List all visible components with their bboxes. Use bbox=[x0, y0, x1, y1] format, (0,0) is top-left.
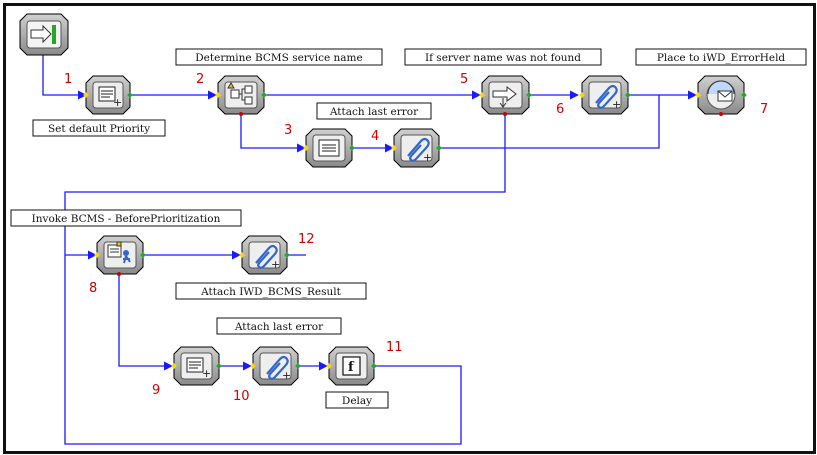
svg-text:+: + bbox=[271, 258, 280, 271]
label-attach-last-error-top: Attach last error bbox=[316, 102, 432, 120]
node-2-determine-bcms[interactable] bbox=[215, 75, 267, 116]
svg-text:+: + bbox=[612, 98, 621, 111]
paperclip-icon: + bbox=[407, 137, 432, 164]
invoke-icon bbox=[107, 241, 131, 264]
svg-text:Set default Priority: Set default Priority bbox=[48, 123, 150, 135]
entry-arrow-icon bbox=[30, 24, 56, 44]
node-1-set-priority[interactable]: + bbox=[83, 75, 133, 115]
label-set-default-priority: Set default Priority bbox=[32, 119, 166, 137]
node-6-attach[interactable]: + bbox=[579, 75, 631, 115]
node-start[interactable] bbox=[19, 13, 69, 56]
paperclip-icon: + bbox=[595, 84, 621, 111]
label-if-server-not-found: If server name was not found bbox=[404, 48, 602, 66]
conn-4-merge bbox=[439, 95, 660, 149]
svg-text:+: + bbox=[282, 369, 291, 382]
node-9-assign[interactable]: + bbox=[171, 346, 222, 386]
node-4-attach[interactable]: + bbox=[391, 128, 442, 168]
step-number-6: 6 bbox=[556, 102, 564, 117]
route-icon bbox=[227, 82, 253, 105]
svg-text:Determine BCMS service name: Determine BCMS service name bbox=[195, 52, 362, 64]
label-place-error-held: Place to iWD_ErrorHeld bbox=[635, 48, 807, 66]
diagram-frame bbox=[3, 3, 816, 454]
assign-icon bbox=[318, 139, 340, 157]
connectors bbox=[42, 47, 697, 445]
node-7-error-held[interactable] bbox=[695, 75, 747, 116]
label-delay: Delay bbox=[325, 391, 389, 409]
label-invoke-bcms: Invoke BCMS - BeforePrioritization bbox=[10, 209, 242, 227]
svg-text:If server name was not found: If server name was not found bbox=[425, 52, 581, 64]
node-3-attach-error[interactable] bbox=[303, 128, 355, 168]
svg-text:Invoke BCMS - BeforePrioritiza: Invoke BCMS - BeforePrioritization bbox=[32, 213, 221, 225]
svg-text:Attach IWD_BCMS_Result: Attach IWD_BCMS_Result bbox=[200, 286, 341, 298]
step-number-2: 2 bbox=[196, 72, 204, 87]
label-attach-result: Attach IWD_BCMS_Result bbox=[175, 282, 367, 300]
svg-text:+: + bbox=[113, 96, 122, 109]
svg-text:Place to iWD_ErrorHeld: Place to iWD_ErrorHeld bbox=[657, 52, 786, 64]
paperclip-icon: + bbox=[266, 355, 291, 382]
step-number-8: 8 bbox=[89, 281, 97, 296]
step-number-10: 10 bbox=[233, 389, 250, 404]
conn-8-9 bbox=[118, 273, 173, 371]
function-icon: f bbox=[342, 356, 361, 376]
step-number-11: 11 bbox=[386, 340, 403, 355]
step-number-1: 1 bbox=[64, 72, 72, 87]
node-5-server-check[interactable] bbox=[479, 75, 532, 116]
label-determine-bcms: Determine BCMS service name bbox=[175, 48, 383, 66]
branch-icon bbox=[492, 85, 517, 108]
step-number-9: 9 bbox=[152, 383, 160, 398]
step-numbers: 1 2 3 4 5 6 7 8 9 10 11 12 bbox=[64, 72, 768, 404]
svg-text:f: f bbox=[348, 360, 355, 375]
conn-11-loop bbox=[64, 255, 462, 445]
assign-icon: + bbox=[98, 86, 122, 109]
step-number-3: 3 bbox=[284, 123, 292, 138]
node-10-attach-error[interactable]: + bbox=[250, 346, 301, 386]
svg-text:+: + bbox=[202, 367, 211, 380]
svg-text:+: + bbox=[423, 151, 432, 164]
conn-start-1 bbox=[42, 47, 87, 100]
svg-text:Attach last error: Attach last error bbox=[329, 106, 419, 118]
node-8-invoke-bcms[interactable] bbox=[94, 235, 146, 276]
node-11-delay[interactable]: f bbox=[326, 346, 377, 386]
conn-2-3 bbox=[240, 113, 306, 153]
exit-mail-icon bbox=[707, 80, 735, 102]
paperclip-icon: + bbox=[255, 244, 280, 271]
step-number-4: 4 bbox=[371, 129, 379, 144]
node-12-attach-result[interactable]: + bbox=[239, 235, 290, 275]
assign-icon: + bbox=[186, 357, 211, 380]
step-number-5: 5 bbox=[460, 72, 468, 87]
step-number-12: 12 bbox=[298, 232, 315, 247]
label-attach-last-error-bottom: Attach last error bbox=[216, 317, 342, 335]
conn-5-8 bbox=[64, 113, 506, 260]
label-boxes: Set default Priority Determine BCMS serv… bbox=[10, 48, 807, 409]
svg-text:Delay: Delay bbox=[342, 395, 372, 407]
svg-text:Attach last error: Attach last error bbox=[234, 321, 324, 333]
step-number-7: 7 bbox=[760, 102, 768, 117]
